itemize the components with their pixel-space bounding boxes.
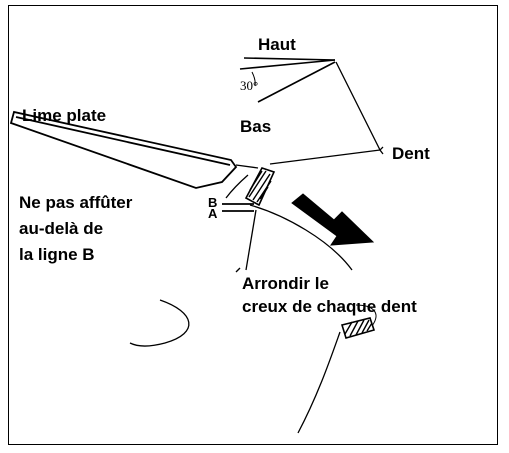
label-round-line2: creux de chaque dent	[242, 297, 417, 316]
blade-curves	[129, 174, 377, 434]
label-top: Haut	[258, 35, 296, 54]
label-line-b: B	[208, 195, 218, 210]
arrow-icon	[291, 193, 375, 246]
label-line-a: A	[208, 206, 218, 221]
flat-file	[9, 110, 238, 189]
tooth-hatched-upper	[244, 167, 276, 207]
tooth-hatched-lower	[340, 317, 376, 339]
label-warning-line2: au-delà de	[19, 219, 104, 238]
angle-guide-lines	[239, 57, 336, 103]
leader-lines	[235, 61, 384, 273]
label-warning-line3: la ligne B	[19, 245, 95, 264]
marker-lines-b-a	[222, 203, 254, 212]
label-round-line1: Arrondir le	[242, 274, 329, 293]
label-warning-line1: Ne pas affûter	[19, 193, 133, 212]
label-angle: 30°	[240, 78, 259, 93]
label-bottom: Bas	[240, 117, 272, 136]
label-tooth: Dent	[392, 144, 430, 163]
label-file: Lime plate	[22, 106, 107, 125]
